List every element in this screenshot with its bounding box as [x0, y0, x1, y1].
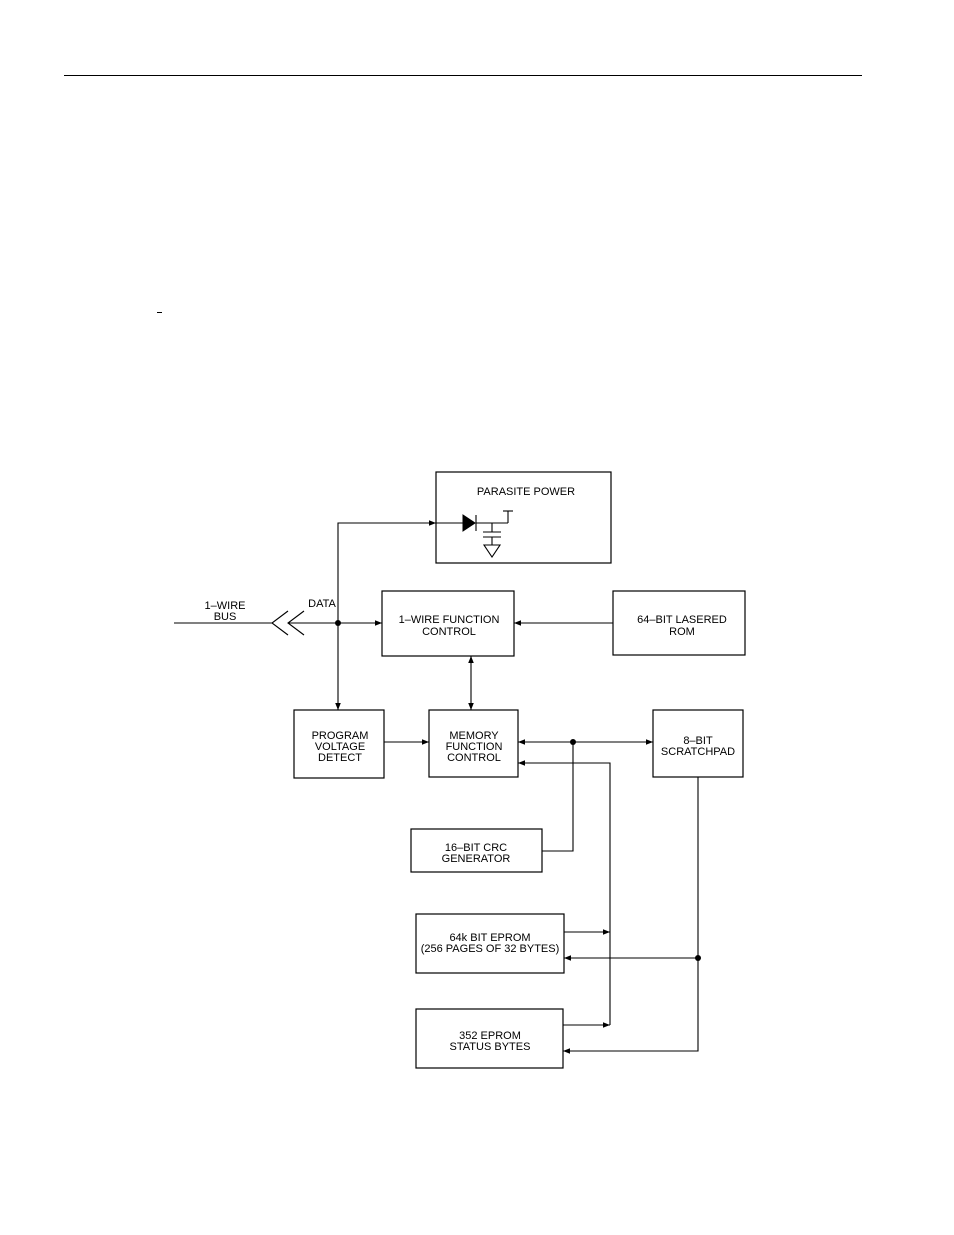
crc-generator-block: 16–BIT CRC GENERATOR — [411, 829, 542, 872]
eprom-return-to-memory-arrow — [518, 763, 610, 1025]
lasered-rom-block: 64–BIT LASERED ROM — [613, 591, 745, 655]
status-bytes-label-2: STATUS BYTES — [450, 1041, 531, 1053]
scratchpad-to-status-arrow — [563, 777, 698, 1051]
function-control-label-1: 1–WIRE FUNCTION — [399, 614, 500, 626]
crc-tap-line — [542, 742, 573, 851]
scratchpad-junction-dot — [695, 955, 701, 961]
memory-function-label-3: CONTROL — [447, 752, 501, 764]
program-voltage-label-3: DETECT — [318, 752, 362, 764]
memory-function-block: MEMORY FUNCTION CONTROL — [429, 710, 518, 777]
bus-connector-left — [272, 611, 288, 635]
function-control-block: 1–WIRE FUNCTION CONTROL — [382, 591, 514, 656]
parasite-power-label: PARASITE POWER — [477, 486, 575, 498]
scratchpad-block: 8–BIT SCRATCHPAD — [653, 710, 743, 777]
bus-label-2: BUS — [214, 611, 237, 623]
program-voltage-block: PROGRAM VOLTAGE DETECT — [294, 710, 384, 778]
lasered-rom-label-1: 64–BIT LASERED — [637, 614, 727, 626]
function-control-label-2: CONTROL — [422, 626, 476, 638]
crc-generator-label-2: GENERATOR — [442, 853, 511, 865]
scratchpad-label-2: SCRATCHPAD — [661, 746, 735, 758]
eprom-label-2: (256 PAGES OF 32 BYTES) — [421, 943, 560, 955]
data-label: DATA — [308, 598, 336, 610]
lasered-rom-label-2: ROM — [669, 626, 695, 638]
status-bytes-block: 352 EPROM STATUS BYTES — [416, 1009, 563, 1068]
eprom-block: 64k BIT EPROM (256 PAGES OF 32 BYTES) — [416, 914, 564, 973]
parasite-power-block: PARASITE POWER — [436, 472, 611, 563]
